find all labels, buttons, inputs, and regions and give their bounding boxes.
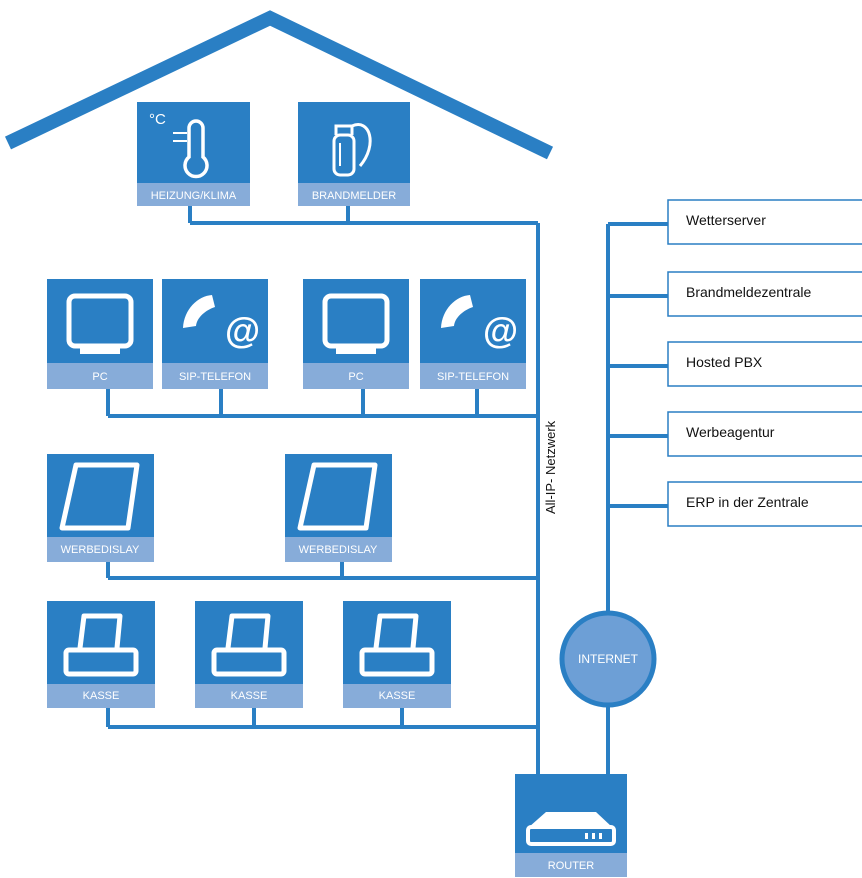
device-label: HEIZUNG/KLIMA: [151, 190, 237, 202]
monitor-icon: [66, 293, 134, 354]
device-label: PC: [348, 371, 363, 383]
service-item[interactable]: Wetterserver: [686, 212, 766, 228]
device-label: KASSE: [379, 690, 416, 702]
device-label: BRANDMELDER: [312, 190, 396, 202]
display-icon: [297, 462, 378, 531]
service-brackets: [667, 199, 862, 527]
device-pc-2[interactable]: PC: [303, 279, 409, 389]
device-cash-1[interactable]: KASSE: [47, 601, 155, 708]
device-label: ROUTER: [548, 860, 595, 872]
internet-label: INTERNET: [578, 652, 639, 666]
device-display-1[interactable]: WERBEDISLAY: [47, 454, 154, 562]
lan-wiring: [106, 206, 540, 775]
router-icon: [526, 812, 616, 846]
display-icon: [59, 462, 140, 531]
device-heating[interactable]: °C HEIZUNG/KLIMA: [137, 102, 250, 206]
cash-register-icon: [211, 613, 287, 677]
cash-register-icon: [359, 613, 435, 677]
thermometer-icon: [173, 119, 209, 179]
service-item[interactable]: Brandmeldezentrale: [686, 284, 812, 300]
internet-node[interactable]: INTERNET: [559, 610, 657, 708]
device-cash-2[interactable]: KASSE: [195, 601, 303, 708]
svg-text:@: @: [225, 310, 260, 351]
service-item[interactable]: Hosted PBX: [686, 354, 763, 370]
services-list: Wetterserver Brandmeldezentrale Hosted P…: [686, 212, 812, 510]
device-cash-3[interactable]: KASSE: [343, 601, 451, 708]
cash-register-icon: [63, 613, 139, 677]
device-label: WERBEDISLAY: [61, 544, 140, 556]
house-roof: [4, 10, 554, 160]
monitor-icon: [322, 293, 390, 354]
device-display-2[interactable]: WERBEDISLAY: [285, 454, 392, 562]
svg-text:@: @: [483, 310, 518, 351]
service-item[interactable]: Werbeagentur: [686, 424, 775, 440]
phone-at-icon: @: [183, 295, 260, 351]
device-label: KASSE: [231, 690, 268, 702]
phone-at-icon: @: [441, 295, 518, 351]
device-fire-alarm[interactable]: BRANDMELDER: [298, 102, 410, 206]
service-item[interactable]: ERP in der Zentrale: [686, 494, 809, 510]
device-pc-1[interactable]: PC: [47, 279, 153, 389]
device-label: WERBEDISLAY: [299, 544, 378, 556]
unit-celsius: °C: [149, 111, 166, 128]
fire-extinguisher-icon: [332, 123, 372, 177]
device-label: SIP-TELEFON: [179, 371, 251, 383]
device-label: PC: [92, 371, 107, 383]
device-router[interactable]: ROUTER: [515, 774, 627, 877]
device-label: KASSE: [83, 690, 120, 702]
device-sip-1[interactable]: @ SIP-TELEFON: [162, 279, 268, 389]
network-label: All-IP- Netzwerk: [543, 420, 558, 514]
device-sip-2[interactable]: @ SIP-TELEFON: [420, 279, 526, 389]
wan-wiring: [606, 222, 668, 775]
device-label: SIP-TELEFON: [437, 371, 509, 383]
